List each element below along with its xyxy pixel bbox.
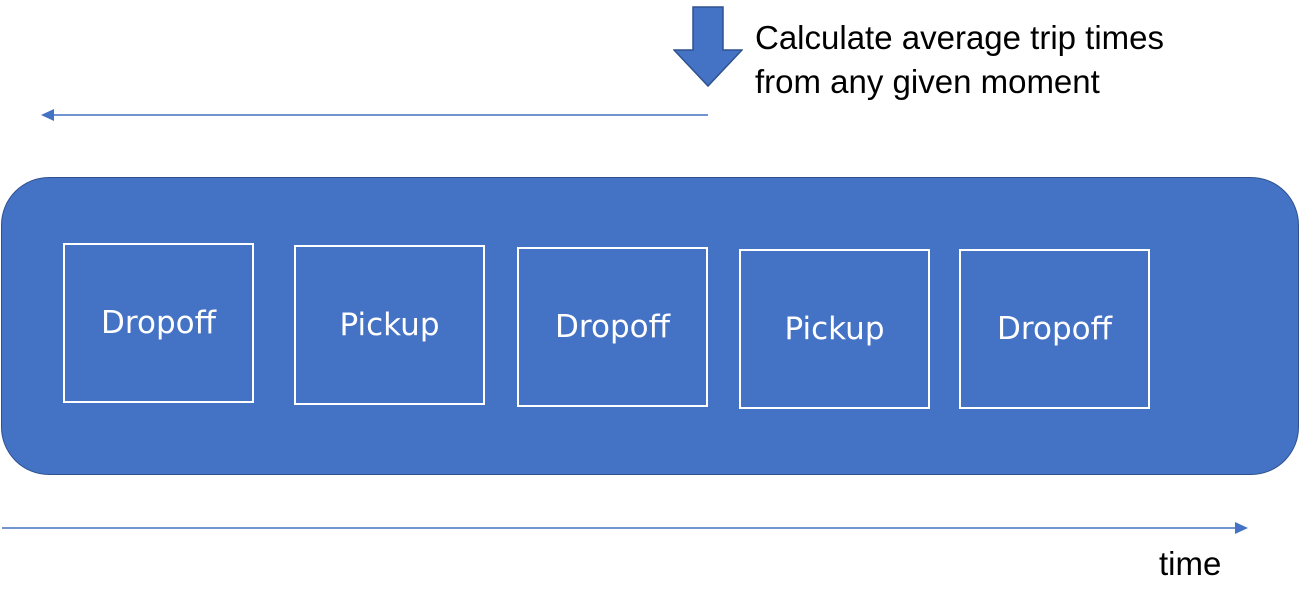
time-axis-label: time <box>1159 545 1222 582</box>
time-axis-arrow-icon <box>2 522 1248 534</box>
event-box-dropoff: Dropoff <box>959 249 1150 409</box>
event-label: Pickup <box>339 307 440 343</box>
look-back-arrow-icon <box>41 109 708 121</box>
event-label: Pickup <box>784 311 885 347</box>
event-box-dropoff: Dropoff <box>63 243 254 403</box>
annotation-line-2: from any given moment <box>755 63 1100 100</box>
event-box-pickup: Pickup <box>739 249 930 409</box>
event-box-dropoff: Dropoff <box>517 247 708 407</box>
timeline-band <box>1 177 1299 475</box>
event-box-pickup: Pickup <box>294 245 485 405</box>
annotation-text: Calculate average trip times from any gi… <box>755 16 1164 104</box>
event-label: Dropoff <box>997 311 1112 347</box>
event-label: Dropoff <box>555 309 670 345</box>
moment-down-arrow-icon <box>673 6 743 88</box>
annotation-line-1: Calculate average trip times <box>755 19 1165 56</box>
event-label: Dropoff <box>101 305 216 341</box>
